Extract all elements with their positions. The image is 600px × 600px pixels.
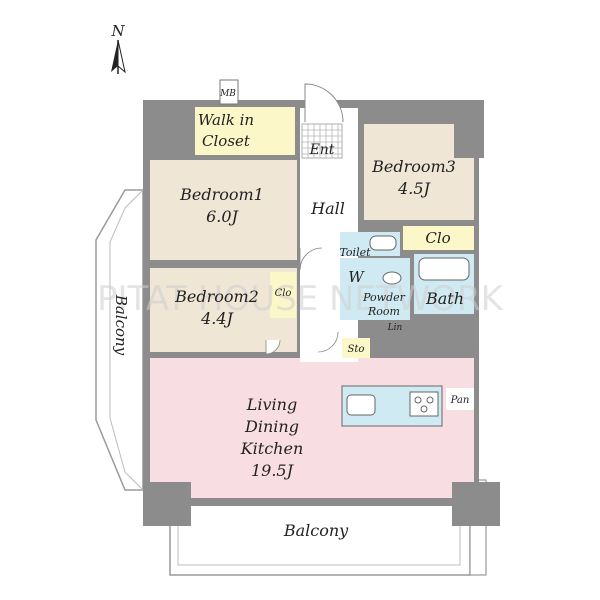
walk-in-closet-floor — [195, 107, 295, 155]
ldk-floor — [150, 358, 474, 498]
walk-in-closet-label-2: Closet — [202, 132, 251, 150]
clo-bedroom3-label: Clo — [425, 229, 450, 247]
watermark: PITAT HOUSE NETWORK — [97, 279, 505, 319]
entry-door-swing — [304, 83, 344, 123]
powder-room-label-1: Powder — [362, 291, 406, 304]
bedroom2-door-swing — [265, 339, 281, 355]
wash-basin — [382, 271, 402, 285]
powder-room-label-2: Room — [367, 305, 400, 318]
entrance-tiles — [301, 123, 343, 159]
bedroom1-label: Bedroom1 — [179, 185, 264, 204]
ldk-label-2: Dining — [244, 417, 299, 436]
bathtub — [418, 257, 470, 281]
bedroom3-size: 4.5J — [397, 179, 431, 198]
stove-burner-3 — [420, 405, 428, 413]
balcony-left-label: Balcony — [112, 294, 130, 356]
stove-burner-2 — [426, 396, 434, 404]
compass: N — [110, 22, 126, 74]
column-bottom-right — [452, 482, 500, 526]
kitchen-sink — [346, 394, 376, 416]
bedroom2-size: 4.4J — [200, 309, 234, 328]
column-top-left — [143, 100, 187, 156]
toilet-fixture — [369, 235, 397, 251]
w-label: W — [348, 268, 365, 286]
bedroom1-floor — [150, 160, 297, 260]
sto-label: Sto — [348, 344, 365, 355]
bedroom2-label: Bedroom2 — [174, 287, 259, 306]
ent-label: Ent — [309, 142, 335, 158]
bath-label: Bath — [425, 289, 464, 308]
compass-north-label: N — [110, 22, 125, 40]
ldk-label-3: Kitchen — [240, 439, 304, 458]
mb-label: MB — [219, 89, 236, 99]
balcony-bottom-label: Balcony — [283, 521, 349, 540]
column-bottom-left — [143, 482, 191, 526]
hall-label: Hall — [310, 199, 345, 218]
stove-burner-1 — [414, 396, 422, 404]
ldk-door-swing — [317, 331, 339, 353]
powder-room-floor — [340, 258, 410, 320]
balcony-left-inner — [109, 189, 144, 491]
hall-door-swing — [299, 247, 323, 271]
sto-floor — [342, 338, 370, 358]
balcony-bottom-inner — [177, 505, 461, 566]
mb-box — [219, 79, 239, 105]
clo-bedroom3-floor — [403, 226, 474, 250]
clo-bedroom2-floor — [270, 272, 296, 318]
toilet-label: Toilet — [339, 246, 371, 259]
pan-floor — [446, 388, 474, 410]
ldk-size: 19.5J — [251, 461, 295, 480]
compass-arrow-left — [111, 40, 118, 72]
compass-arrow-right — [117, 39, 126, 74]
pan-label: Pan — [450, 395, 470, 406]
bedroom3-label: Bedroom3 — [371, 157, 456, 176]
bedroom1-size: 6.0J — [206, 207, 239, 226]
column-top-right — [454, 100, 484, 158]
lin-label: Lin — [387, 323, 403, 333]
clo-bedroom2-label: Clo — [275, 288, 292, 299]
walk-in-closet-label-1: Walk in — [198, 111, 254, 129]
ldk-label-1: Living — [246, 395, 297, 414]
